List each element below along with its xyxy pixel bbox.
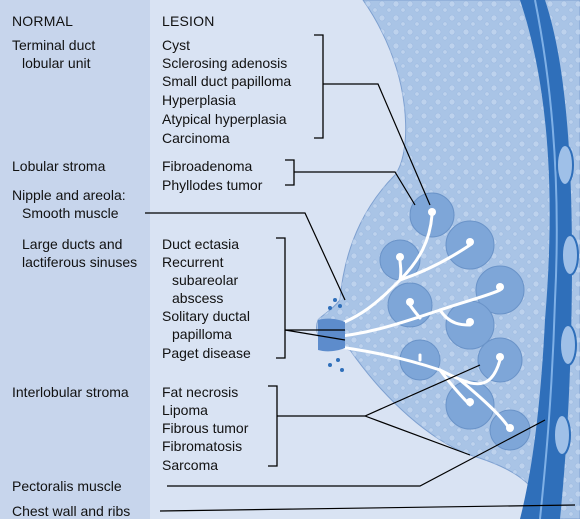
bracket-interlobular <box>268 386 277 466</box>
lesion-ducts-3: abscess <box>172 289 223 307</box>
lesion-tdlu-2: Small duct papilloma <box>162 72 291 90</box>
lesion-stroma-1: Phyllodes tumor <box>162 176 262 194</box>
normal-ducts-line2: lactiferous sinuses <box>22 253 137 271</box>
lesion-stroma-0: Fibroadenoma <box>162 157 252 175</box>
lesion-interlobular-3: Fibromatosis <box>162 437 242 455</box>
normal-header: NORMAL <box>12 12 73 30</box>
bracket-tdlu <box>314 35 323 138</box>
normal-pectoralis: Pectoralis muscle <box>12 477 122 495</box>
normal-tdlu-line1: Terminal duct <box>12 36 95 54</box>
lesion-ducts-2: subareolar <box>172 271 238 289</box>
lesion-interlobular-2: Fibrous tumor <box>162 419 248 437</box>
bracket-stroma <box>285 160 294 185</box>
normal-lobular-stroma: Lobular stroma <box>12 157 105 175</box>
lesion-interlobular-1: Lipoma <box>162 401 208 419</box>
lesion-ducts-0: Duct ectasia <box>162 235 239 253</box>
lesion-tdlu-0: Cyst <box>162 36 190 54</box>
normal-nipple-line2: Smooth muscle <box>22 204 118 222</box>
lesion-ducts-5: papilloma <box>172 325 232 343</box>
normal-ducts-line1: Large ducts and <box>22 235 122 253</box>
bracket-ducts <box>276 238 285 358</box>
normal-tdlu-line2: lobular unit <box>22 54 91 72</box>
lesion-tdlu-4: Atypical hyperplasia <box>162 110 287 128</box>
lesion-tdlu-3: Hyperplasia <box>162 91 236 109</box>
leader-chest-wall <box>160 505 575 511</box>
lesion-ducts-6: Paget disease <box>162 344 251 362</box>
lesion-header: LESION <box>162 12 215 30</box>
lesion-interlobular-4: Sarcoma <box>162 456 218 474</box>
lesion-ducts-4: Solitary ductal <box>162 307 250 325</box>
normal-nipple-line1: Nipple and areola: <box>12 186 126 204</box>
lesion-interlobular-0: Fat necrosis <box>162 383 238 401</box>
lesion-ducts-1: Recurrent <box>162 253 223 271</box>
normal-interlobular-stroma: Interlobular stroma <box>12 383 129 401</box>
nipple <box>318 319 345 352</box>
lesion-tdlu-1: Sclerosing adenosis <box>162 54 287 72</box>
normal-chest-wall: Chest wall and ribs <box>12 502 130 519</box>
lesion-tdlu-5: Carcinoma <box>162 129 230 147</box>
